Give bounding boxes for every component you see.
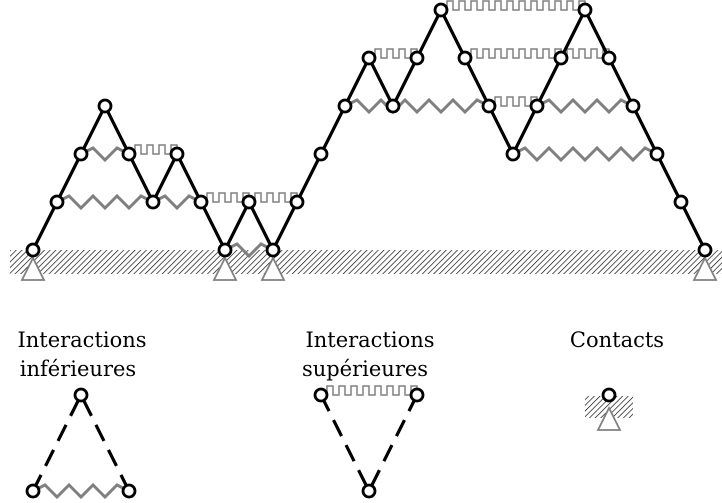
legend-lower-interactions: Interactions inférieures	[17, 328, 147, 500]
legend-upper-node-1	[313, 387, 329, 403]
legend-upper-node-2	[409, 387, 425, 403]
legend-upper-left-side	[319, 394, 371, 492]
legend-contact-symbol	[585, 387, 633, 431]
chain-node-21	[505, 146, 521, 162]
legend-lower-title-line2: inférieures	[20, 357, 136, 381]
chain-node-16	[385, 98, 401, 114]
chain-node-17	[409, 50, 425, 66]
chain-node-2	[49, 194, 65, 210]
legend-upper-right-side	[367, 394, 419, 492]
chain-nodes	[25, 2, 713, 258]
chain-node-20	[481, 98, 497, 114]
chain-node-22	[529, 98, 545, 114]
chain-node-8	[193, 194, 209, 210]
lower-interaction-4	[224, 242, 274, 259]
lower-interaction-5	[344, 97, 490, 115]
legend-lower-left-side	[31, 394, 83, 492]
legend-lower-title-line1: Interactions	[17, 328, 146, 352]
chain-node-4	[97, 98, 113, 114]
chain-node-12	[289, 194, 305, 210]
upper-interaction-4	[441, 0, 586, 11]
ground-strip	[10, 250, 722, 274]
lower-interaction-2	[80, 146, 130, 163]
support-triangle-2	[212, 255, 238, 281]
legend-lower-node-3	[73, 387, 89, 403]
lower-interaction-3	[152, 194, 202, 211]
chain-node-11	[265, 242, 281, 258]
lower-interaction-6	[512, 145, 658, 163]
legend-lower-node-1	[25, 483, 41, 499]
lower-interactions	[56, 97, 658, 259]
chain-node-5	[121, 146, 137, 162]
chain-node-7	[169, 146, 185, 162]
chain-node-3	[73, 146, 89, 162]
legend-lower-symbol	[25, 387, 137, 500]
chain-node-28	[673, 194, 689, 210]
legend-lower-right-side	[79, 394, 131, 492]
support-triangle-4	[692, 255, 718, 281]
legend-lower-node-2	[121, 483, 137, 499]
legend-upper-square-wave	[321, 385, 418, 396]
chain-node-26	[625, 98, 641, 114]
chain-node-13	[313, 146, 329, 162]
chain-node-14	[337, 98, 353, 114]
chain-node-29	[697, 242, 713, 258]
lower-interaction-1	[56, 193, 154, 211]
chain-node-15	[361, 50, 377, 66]
legend-upper-node-3	[361, 483, 377, 499]
legend-contacts-title: Contacts	[570, 328, 664, 352]
legend-upper-title-line2: supérieures	[302, 357, 428, 381]
contact-supports	[20, 255, 718, 281]
legend-upper-interactions: Interactions supérieures	[302, 328, 435, 499]
legend-contact-triangle	[596, 405, 622, 431]
legend-contacts: Contacts	[570, 328, 664, 431]
chain-node-1	[25, 242, 41, 258]
support-triangle-3	[260, 255, 286, 281]
chain-node-19	[457, 50, 473, 66]
backbone-chain	[31, 8, 707, 252]
backbone-line	[31, 8, 707, 252]
legend-upper-title-line1: Interactions	[305, 328, 434, 352]
chain-node-9	[217, 242, 233, 258]
legend-upper-symbol	[313, 385, 425, 499]
lower-interaction-7	[536, 97, 634, 115]
chain-node-23	[553, 50, 569, 66]
chain-node-10	[241, 194, 257, 210]
support-triangle-1	[20, 255, 46, 281]
chain-node-27	[649, 146, 665, 162]
legend-contact-node	[601, 387, 617, 403]
chain-node-18	[433, 2, 449, 18]
legend-lower-zigzag	[32, 482, 130, 500]
chain-node-6	[145, 194, 161, 210]
upper-interaction-5	[465, 48, 562, 59]
chain-node-24	[577, 2, 593, 18]
chain-node-25	[601, 50, 617, 66]
